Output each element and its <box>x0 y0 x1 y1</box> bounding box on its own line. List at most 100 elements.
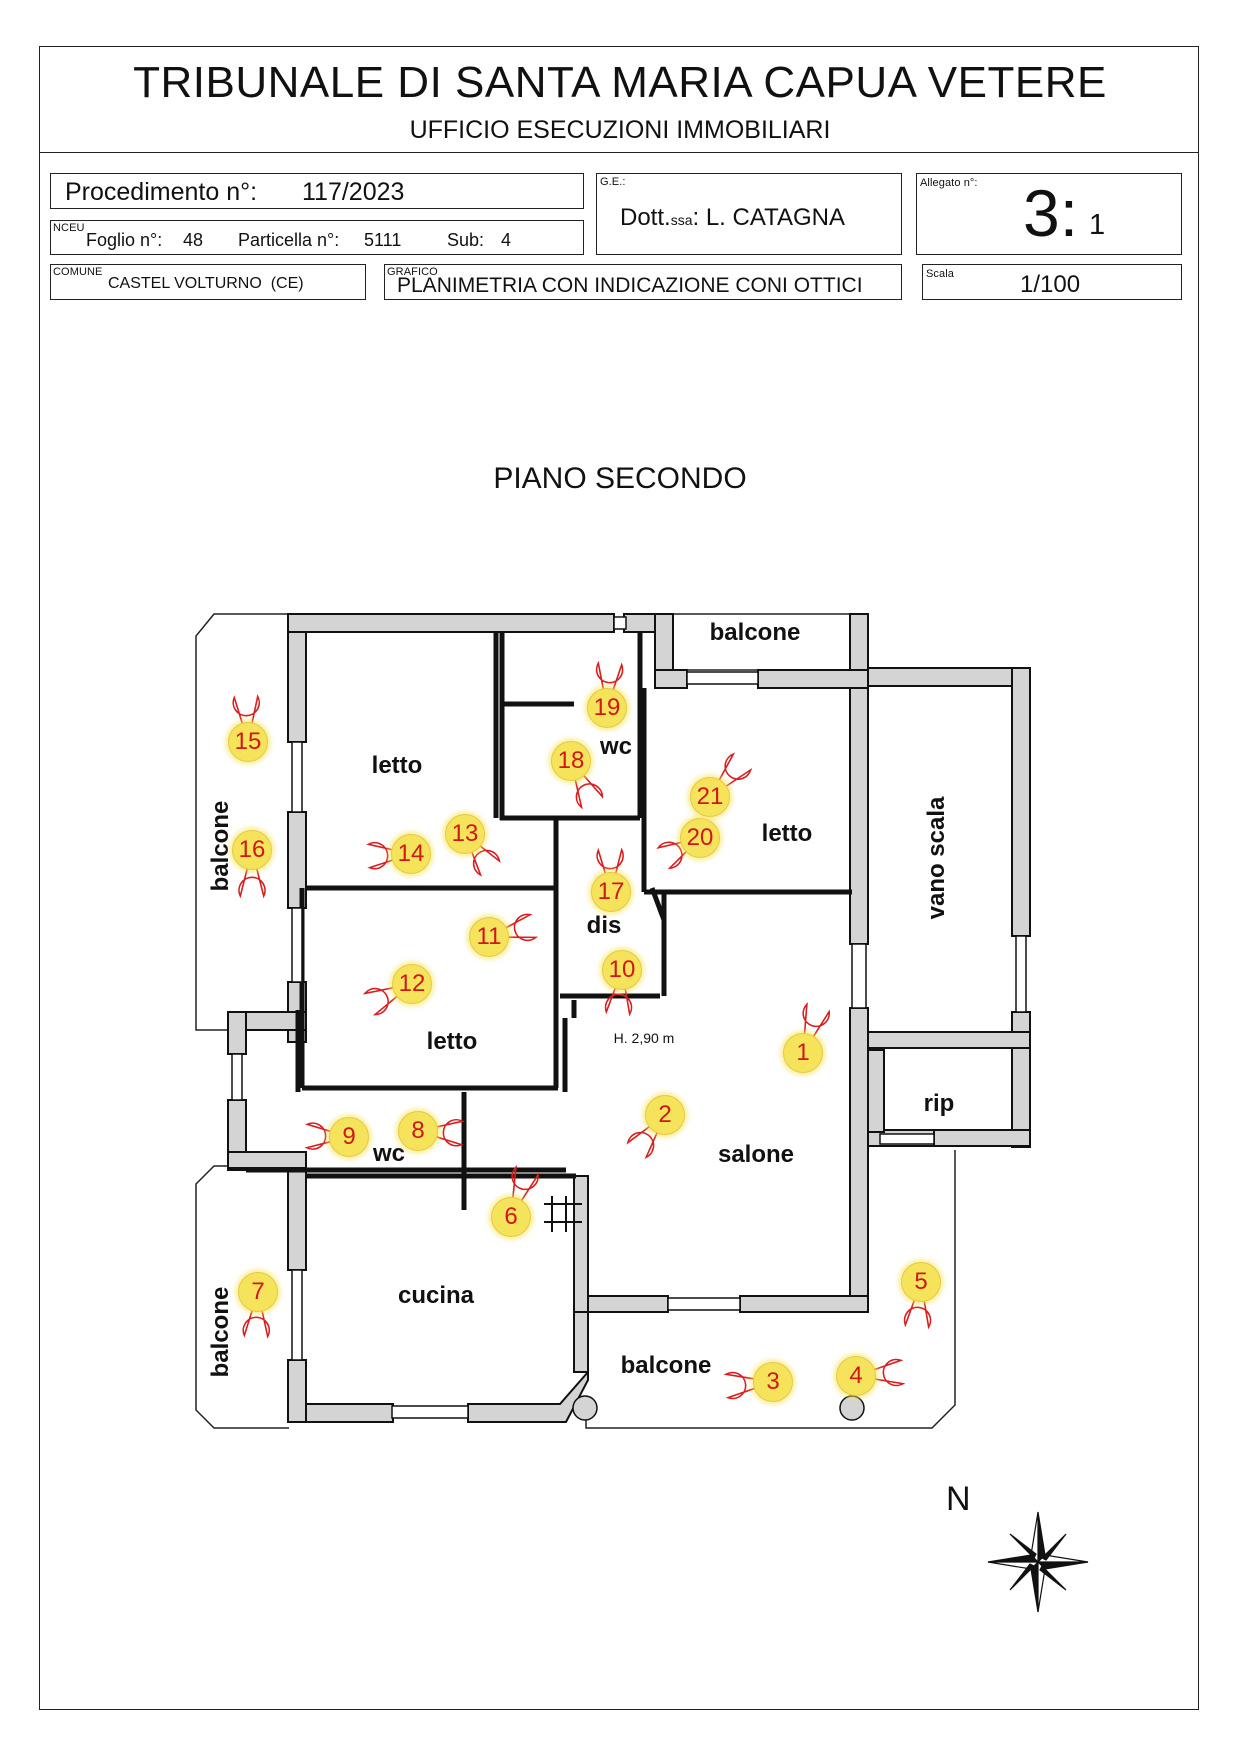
window <box>231 1053 243 1101</box>
view-cone <box>304 1122 352 1150</box>
wall <box>287 1359 307 1423</box>
compass-point <box>1037 1560 1046 1613</box>
photo-marker: 5 <box>901 1262 941 1302</box>
wall <box>287 613 307 743</box>
view-cone <box>596 847 624 895</box>
room-label-vano-scala: vano scala <box>923 796 950 920</box>
wall <box>287 1165 307 1271</box>
wall <box>1011 667 1031 937</box>
grafico-box: GRAFICO PLANIMETRIA CON INDICAZIONE CONI… <box>384 264 902 300</box>
room-label-balcone-west: balcone <box>207 800 234 892</box>
window <box>686 671 759 685</box>
window <box>291 1269 303 1361</box>
column <box>839 1395 865 1421</box>
photo-marker: 17 <box>591 872 631 912</box>
room-label-rip: rip <box>923 1090 955 1117</box>
foglio-value: 48 <box>183 230 204 250</box>
ge-name: Dott.ssa: L. CATAGNA <box>620 204 845 232</box>
compass-point <box>1009 1533 1037 1560</box>
view-cone <box>656 836 703 870</box>
photo-marker: 20 <box>680 818 720 858</box>
wall <box>849 1007 869 1311</box>
view-cone <box>232 694 261 746</box>
compass-point <box>1039 1564 1067 1591</box>
wall <box>933 1129 1031 1147</box>
procedimento-value: 117/2023 <box>302 178 405 206</box>
photo-marker: 7 <box>238 1272 278 1312</box>
office-subtitle: UFFICIO ESECUZIONI IMMOBILIARI <box>409 116 831 144</box>
window <box>613 616 627 630</box>
photo-marker: 4 <box>836 1356 876 1396</box>
room-label-balcone-north: balcone <box>709 619 801 646</box>
photo-marker: 13 <box>445 814 485 854</box>
ge-name-text: : L. CATAGNA <box>692 204 845 231</box>
room-label-wc-north: wc <box>599 733 633 760</box>
wall <box>867 1031 1031 1049</box>
window <box>291 741 303 813</box>
photo-marker: 1 <box>783 1033 823 1073</box>
ceiling-height-note: H. 2,90 m <box>613 1030 675 1046</box>
west-balcony-outline <box>195 613 289 1031</box>
room-label-letto-ne: letto <box>761 820 813 847</box>
room-label-letto-nw: letto <box>371 752 423 779</box>
court-title: TRIBUNALE DI SANTA MARIA CAPUA VETERE <box>133 58 1107 107</box>
view-cone <box>488 913 539 942</box>
wall <box>867 1049 885 1133</box>
window <box>879 1133 935 1145</box>
compass-north-label: N <box>946 1480 971 1518</box>
compass-rose <box>987 1511 1089 1613</box>
wall <box>227 1011 247 1055</box>
room-label-balcone-sw: balcone <box>207 1286 234 1378</box>
page-frame <box>39 46 1199 1710</box>
view-cone <box>595 660 624 712</box>
room-label-balcone-south: balcone <box>620 1352 712 1379</box>
wall <box>623 613 657 633</box>
ge-prefix-small: ssa <box>670 212 693 228</box>
compass-point <box>1040 1533 1067 1561</box>
view-cone <box>903 1278 932 1330</box>
view-cone <box>855 1358 906 1387</box>
photo-marker: 3 <box>753 1362 793 1402</box>
wall <box>654 613 674 671</box>
view-cone <box>604 966 633 1017</box>
photo-marker: 16 <box>232 830 272 870</box>
allegato-main: 3: <box>1023 176 1079 250</box>
room-label-dis: dis <box>586 912 622 939</box>
ge-prefix: Dott. <box>620 204 671 231</box>
room-label-cucina: cucina <box>397 1282 475 1309</box>
wall <box>654 669 688 689</box>
comune-caption: COMUNE <box>53 266 103 278</box>
photo-marker: 2 <box>645 1095 685 1135</box>
scala-caption: Scala <box>926 268 955 280</box>
scala-value: 1/100 <box>1020 271 1081 298</box>
procedimento-box: Procedimento n°: 117/2023 <box>50 173 584 209</box>
wall <box>739 1295 869 1313</box>
photo-marker: 21 <box>690 777 730 817</box>
allegato-box: Allegato n°: 3: 1 <box>916 173 1182 255</box>
window <box>291 907 303 983</box>
photo-marker: 12 <box>392 964 432 1004</box>
view-cone <box>238 849 266 899</box>
sub-label: Sub: <box>447 230 485 250</box>
photo-marker: 8 <box>398 1111 438 1151</box>
window <box>667 1297 741 1311</box>
compass-point <box>1036 1561 1089 1570</box>
wall <box>227 1151 307 1169</box>
wall <box>287 613 615 633</box>
compass-point <box>1030 1560 1039 1613</box>
plan-title: PIANO SECONDO <box>493 462 747 495</box>
scala-box: Scala 1/100 <box>922 264 1182 300</box>
comune-value: CASTEL VOLTURNO (CE) <box>108 275 304 292</box>
allegato-caption: Allegato n°: <box>920 177 978 189</box>
grafico-caption: GRAFICO <box>387 266 438 278</box>
view-cone <box>366 841 414 870</box>
window <box>1015 935 1027 1013</box>
view-cone <box>709 752 753 798</box>
view-cone <box>570 760 604 810</box>
compass-point <box>1037 1511 1046 1564</box>
wall <box>573 1311 589 1373</box>
photo-marker: 6 <box>491 1197 531 1237</box>
view-cone <box>362 983 413 1016</box>
ge-caption: G.E.: <box>600 176 626 188</box>
